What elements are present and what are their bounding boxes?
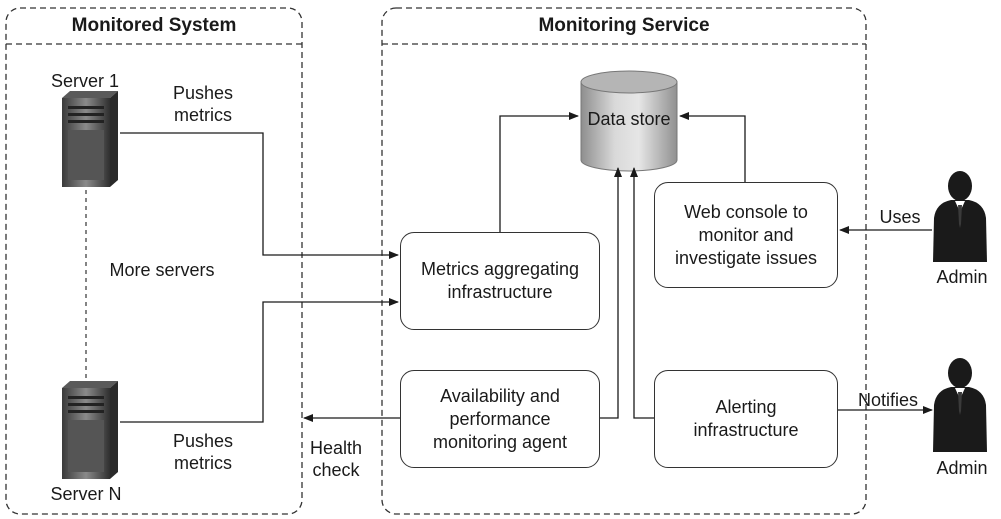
web-console-node: Web console to monitor and investigate i… <box>654 182 838 288</box>
pushes-metrics-bottom-label: Pushes metrics <box>172 431 234 473</box>
server-1-icon <box>62 91 118 187</box>
more-servers-label: More servers <box>109 260 215 280</box>
notifies-label: Notifies <box>857 390 919 410</box>
edge-aggregator-to-datastore <box>499 112 579 232</box>
edge-webconsole-to-datastore <box>679 112 746 182</box>
uses-label: Uses <box>879 207 921 227</box>
edge-servern-to-aggregator <box>120 298 399 423</box>
alerting-label: Alerting infrastructure <box>693 397 799 440</box>
monitored-system-title: Monitored System <box>71 15 237 36</box>
pushes-metrics-top-label: Pushes metrics <box>172 83 234 125</box>
admin-top-label: Admin <box>936 267 988 287</box>
edge-alerting-to-datastore <box>630 167 656 419</box>
alerting-node: Alerting infrastructure <box>654 370 838 468</box>
web-console-label: Web console to monitor and investigate i… <box>674 201 818 268</box>
admin-bottom-label: Admin <box>936 458 988 478</box>
admin-icon-bottom <box>933 358 987 452</box>
availability-agent-label: Availability and performance monitoring … <box>432 385 568 452</box>
edge-agent-to-datastore <box>600 167 622 419</box>
metrics-aggregating-node: Metrics aggregating infrastructure <box>400 232 600 330</box>
edge-server1-to-aggregator <box>120 132 399 259</box>
health-check-label: Health check <box>309 438 363 480</box>
metrics-aggregating-label: Metrics aggregating infrastructure <box>420 259 580 302</box>
monitored-system-panel <box>5 7 303 515</box>
server-1-label: Server 1 <box>50 71 120 91</box>
admin-icon-top <box>933 171 987 262</box>
availability-agent-node: Availability and performance monitoring … <box>400 370 600 468</box>
data-store-label: Data store <box>587 109 671 129</box>
server-n-icon <box>62 381 118 479</box>
monitoring-service-title: Monitoring Service <box>538 15 710 36</box>
server-n-label: Server N <box>50 484 122 504</box>
monitoring-service-panel <box>381 7 867 515</box>
